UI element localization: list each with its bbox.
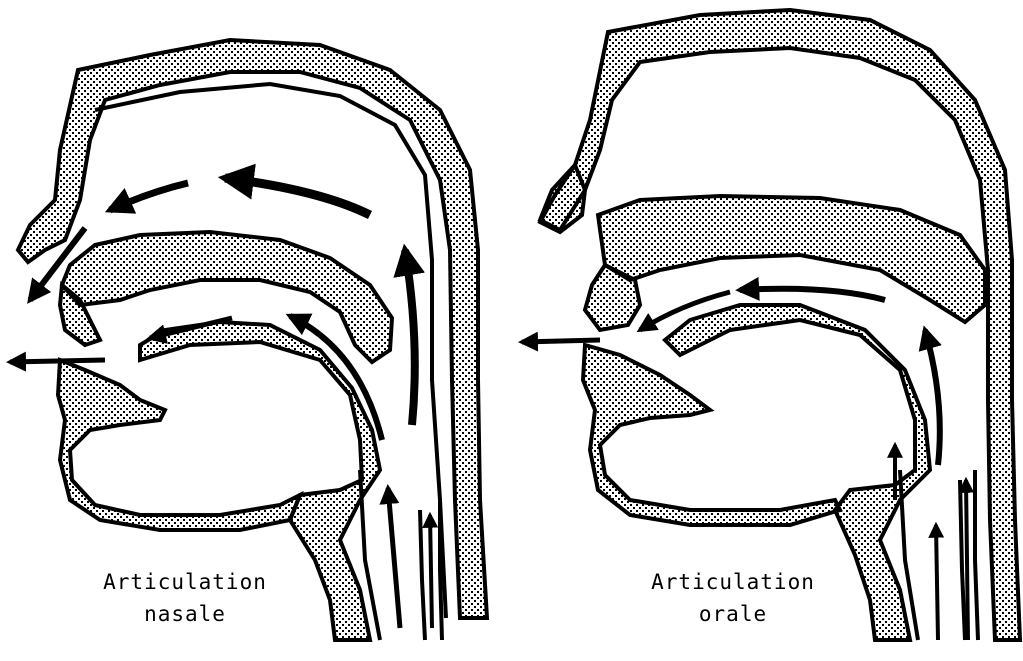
airflow-arrow-nasal-1 [225,178,370,215]
airflow-arrow-mouth-exit [10,360,105,362]
nasal-articulation-figure [10,40,487,640]
throat-wall-left-3 [440,500,442,640]
jaw-right [583,345,840,525]
caption-oral: Articulation orale [643,566,823,630]
caption-oral-line2: orale [643,598,823,630]
caption-oral-line1: Articulation [643,566,823,598]
caption-nasal-line1: Articulation [95,566,275,598]
airflow-arrow-mouth-exit-right [522,340,600,342]
caption-nasal-line2: nasale [95,598,275,630]
jaw-left [58,360,300,530]
throat-wall-left-2 [420,510,425,640]
caption-nasal: Articulation nasale [95,566,275,630]
throat-wall-right-2 [960,480,965,640]
throat-wall-right-3 [975,470,978,640]
airflow-arrow-trachea-r-2 [966,480,968,640]
airflow-arrow-trachea-1 [388,488,400,628]
airflow-arrow-trachea-2 [430,515,432,628]
oral-articulation-figure [522,10,1020,640]
airflow-arrow-pharynx-up [405,250,415,425]
airflow-arrow-oral-r-1 [740,289,885,300]
airflow-arrow-trachea-r-1 [936,525,938,640]
airflow-arrow-nasal-2 [110,183,188,210]
